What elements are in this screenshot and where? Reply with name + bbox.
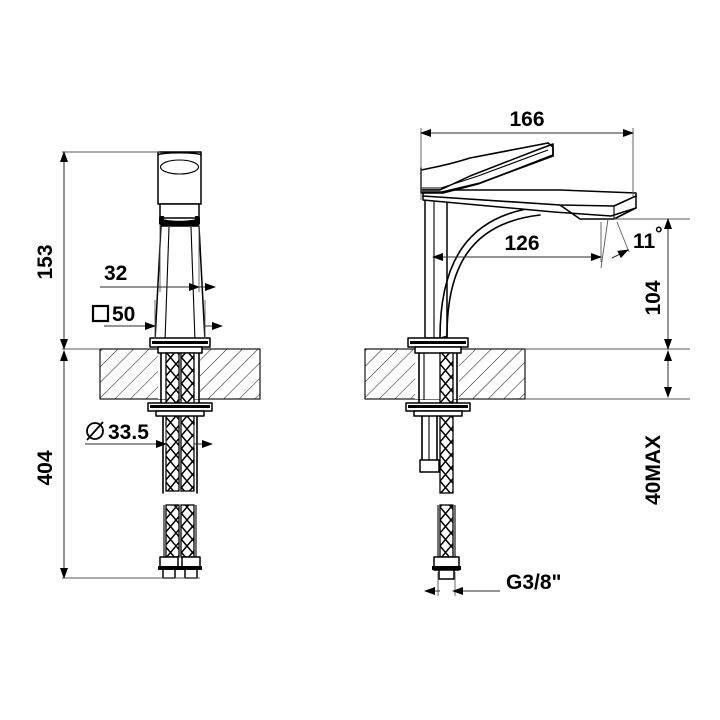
dimension-label-50: 50: [112, 303, 135, 326]
base-plate-side: [407, 337, 469, 354]
dimension-label-40max: 40MAX: [642, 435, 665, 505]
dimension-label-153: 153: [34, 244, 57, 279]
dimension-label-g38: G3/8": [506, 571, 561, 594]
front-view: 153 404 32 50: [34, 151, 261, 579]
side-view: 166 126 11 ° 104 40MAX: [364, 108, 690, 596]
dimension-40max: 40MAX: [525, 350, 690, 505]
faucet-body-side: [424, 194, 448, 339]
dimension-label-32: 32: [104, 262, 127, 285]
dimension-126: 126: [432, 222, 602, 262]
dimension-label-33-5: 33.5: [108, 421, 149, 444]
dimension-label-11: 11: [633, 230, 656, 253]
dimension-g38: G3/8": [424, 571, 561, 596]
faucet-body-front: [154, 151, 206, 342]
spout-shroud-side: [422, 189, 637, 220]
base-plate-front: [149, 337, 211, 354]
dimension-50: 50: [91, 300, 223, 338]
dimension-label-166: 166: [509, 108, 544, 131]
dimension-104: 104: [525, 218, 690, 350]
shank-and-hose-side: [405, 352, 471, 580]
dimension-label-104: 104: [642, 280, 665, 315]
diameter-symbol-icon: [86, 421, 104, 441]
dimension-153: 153: [34, 151, 160, 350]
countertop-front: [99, 348, 261, 400]
dimension-404: 404: [34, 350, 200, 579]
dimension-label-404: 404: [34, 450, 57, 485]
dimension-166: 166: [420, 108, 634, 200]
lever-handle-side: [420, 142, 554, 194]
dimension-32: 32: [100, 225, 216, 292]
dimension-33-5: 33.5: [85, 421, 213, 448]
dimension-11-degree: 11 °: [600, 218, 663, 269]
dimension-label-126: 126: [504, 232, 539, 255]
degree-symbol-icon: °: [655, 224, 663, 245]
shank-and-hoses-front: [147, 352, 213, 579]
square-symbol-icon: [91, 304, 110, 323]
